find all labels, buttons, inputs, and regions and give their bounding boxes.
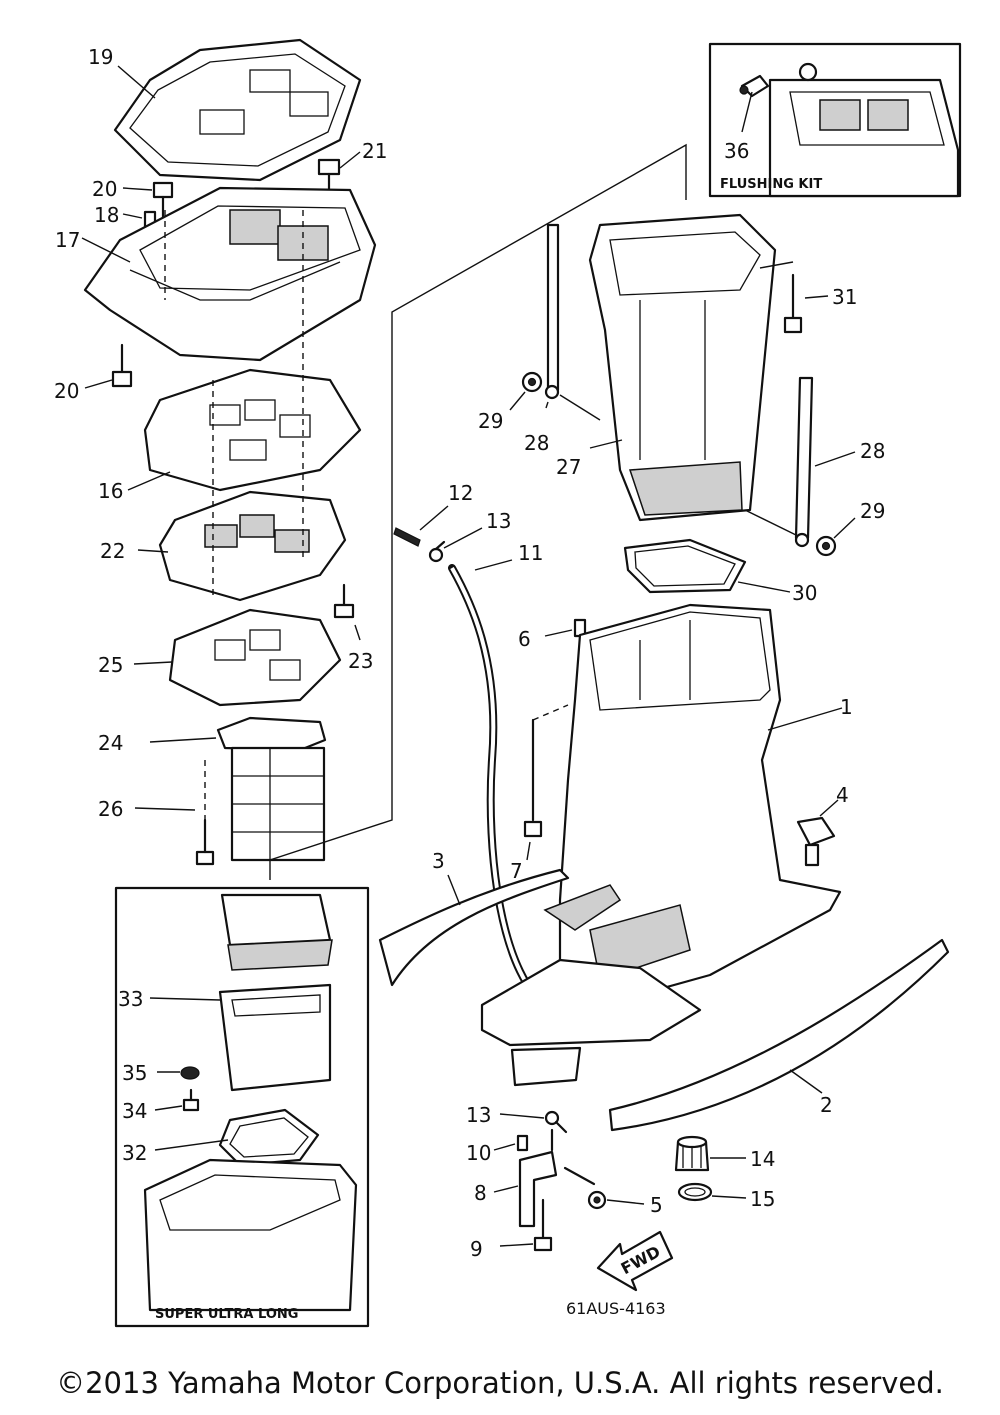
callout-18: 18 xyxy=(94,203,119,227)
part-14-grommet xyxy=(674,1135,710,1172)
part-29-nut-left xyxy=(521,371,543,393)
super-ultra-long-label: SUPER ULTRA LONG xyxy=(155,1307,298,1322)
super-ultra-long-inset xyxy=(114,886,370,1328)
callout-20-bottom: 20 xyxy=(54,379,79,403)
part-8-bracket xyxy=(518,1128,558,1228)
callout-21: 21 xyxy=(362,139,387,163)
callout-20-top: 20 xyxy=(92,177,117,201)
callout-19: 19 xyxy=(88,45,113,69)
part-32-gasket xyxy=(218,1108,320,1167)
part-11-hose xyxy=(448,564,556,1014)
part-29-nut-right xyxy=(815,535,837,557)
diagram-code: 61AUS-4163 xyxy=(566,1299,666,1318)
callout-13-bottom: 13 xyxy=(466,1103,491,1127)
flushing-kit-inset: 36 FLUSHING KIT xyxy=(708,42,962,198)
callout-1: 1 xyxy=(840,695,853,719)
callout-34: 34 xyxy=(122,1099,147,1123)
callout-23: 23 xyxy=(348,649,373,673)
callout-12: 12 xyxy=(448,481,473,505)
callout-31: 31 xyxy=(832,285,857,309)
copyright-notice: ©2013 Yamaha Motor Corporation, U.S.A. A… xyxy=(56,1366,944,1400)
callout-11: 11 xyxy=(518,541,543,565)
part-30-gasket xyxy=(623,538,747,594)
part-7-bolt xyxy=(523,704,569,838)
fwd-arrow: FWD xyxy=(596,1230,674,1292)
callout-5: 5 xyxy=(650,1193,663,1217)
callout-9: 9 xyxy=(470,1237,483,1261)
flushing-kit-fitting xyxy=(739,74,770,98)
part-23-bolt xyxy=(333,583,355,619)
callout-15: 15 xyxy=(750,1187,775,1211)
part-28-seal-left xyxy=(544,223,560,400)
callout-2: 2 xyxy=(820,1093,833,1117)
flushing-kit-label: FLUSHING KIT xyxy=(720,177,822,192)
connecting-screw xyxy=(563,1166,596,1186)
part-33-extension-case xyxy=(218,983,332,1092)
part-10-dowel xyxy=(516,1134,529,1152)
part-17-upper-casing xyxy=(83,186,377,362)
callout-25: 25 xyxy=(98,653,123,677)
callout-3: 3 xyxy=(432,849,445,873)
callout-24: 24 xyxy=(98,731,123,755)
callout-16: 16 xyxy=(98,479,123,503)
part-5-nut xyxy=(587,1190,607,1210)
callout-29-right: 29 xyxy=(860,499,885,523)
callout-6: 6 xyxy=(518,627,531,651)
callout-32: 32 xyxy=(122,1141,147,1165)
callout-22: 22 xyxy=(100,539,125,563)
callout-33: 33 xyxy=(118,987,143,1011)
part-13-clip-bottom xyxy=(544,1110,568,1134)
part-13-clip-top xyxy=(428,540,446,563)
callout-7: 7 xyxy=(510,859,523,883)
part-20-bolt-bottom xyxy=(111,343,133,388)
callout-26: 26 xyxy=(98,797,123,821)
callout-29-left: 29 xyxy=(478,409,503,433)
callout-28-right: 28 xyxy=(860,439,885,463)
callout-27: 27 xyxy=(556,455,581,479)
part-2-rubber-seal xyxy=(608,938,950,1132)
anti-cavitation-plate xyxy=(480,958,702,1087)
callout-14: 14 xyxy=(750,1147,775,1171)
part-31-bolt xyxy=(783,273,803,334)
part-15-clamp xyxy=(677,1182,713,1202)
part-1-drive-shaft-housing xyxy=(543,603,842,1002)
part-24-muffler xyxy=(216,716,327,862)
part-19-gasket xyxy=(113,38,362,182)
part-25-gasket xyxy=(168,608,342,707)
part-35-washer xyxy=(180,1066,200,1080)
part-12-fitting xyxy=(393,527,421,547)
part-27-upper-casing xyxy=(588,213,777,522)
callout-36: 36 xyxy=(724,139,749,163)
part-4-plug xyxy=(796,816,836,867)
callout-8: 8 xyxy=(474,1181,487,1205)
part-3-rubber-seal xyxy=(378,868,570,987)
callout-17: 17 xyxy=(55,228,80,252)
part-34-bolt xyxy=(182,1088,200,1112)
part-9-bolt xyxy=(533,1198,553,1252)
callout-4: 4 xyxy=(836,783,849,807)
part-28-seal-right xyxy=(794,376,814,548)
part-22-exhaust-plate xyxy=(158,490,347,602)
callout-10: 10 xyxy=(466,1141,491,1165)
callout-30: 30 xyxy=(792,581,817,605)
part-16-gasket xyxy=(143,368,362,492)
part-26-bolt xyxy=(195,760,215,866)
callout-35: 35 xyxy=(122,1061,147,1085)
callout-13-top: 13 xyxy=(486,509,511,533)
callout-28-left: 28 xyxy=(524,431,549,455)
